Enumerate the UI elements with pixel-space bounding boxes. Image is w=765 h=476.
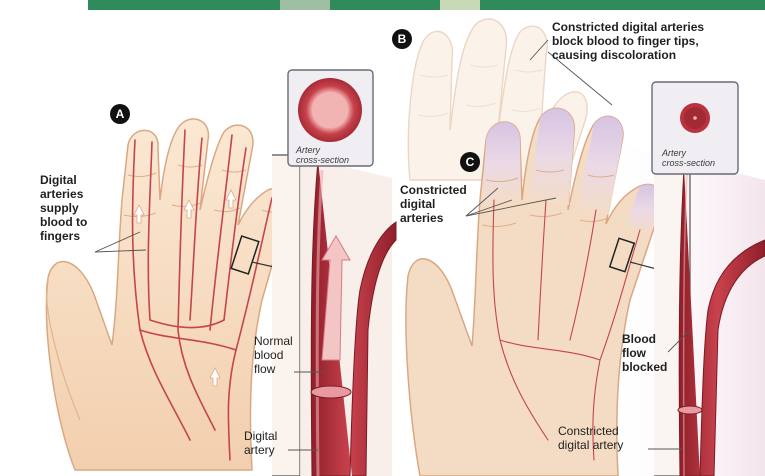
panel-b-badge: B [392, 29, 412, 49]
blood-flow-blocked-label: Blood flow blocked [622, 332, 667, 374]
panel-a-badge: A [110, 104, 130, 124]
panel-c-cross-section-caption: Artery cross-section [662, 148, 715, 168]
panel-c-badge: C [460, 152, 480, 172]
normal-blood-flow-label: Normal blood flow [254, 334, 293, 376]
constricted-tips-label: Constricted digital arteries block blood… [552, 20, 704, 62]
panel-a-artery-detail [272, 155, 396, 476]
constricted-digital-arteries-label: Constricted digital arteries [400, 183, 467, 225]
digital-artery-label: Digital artery [244, 429, 277, 457]
digital-arteries-supply-label: Digital arteries supply blood to fingers [40, 173, 87, 243]
constricted-digital-artery-label: Constricted digital artery [558, 424, 623, 452]
panel-a-hand [47, 119, 290, 470]
top-texture-strip [88, 0, 765, 10]
panel-a-cross-section-caption: Artery cross-section [296, 145, 349, 165]
